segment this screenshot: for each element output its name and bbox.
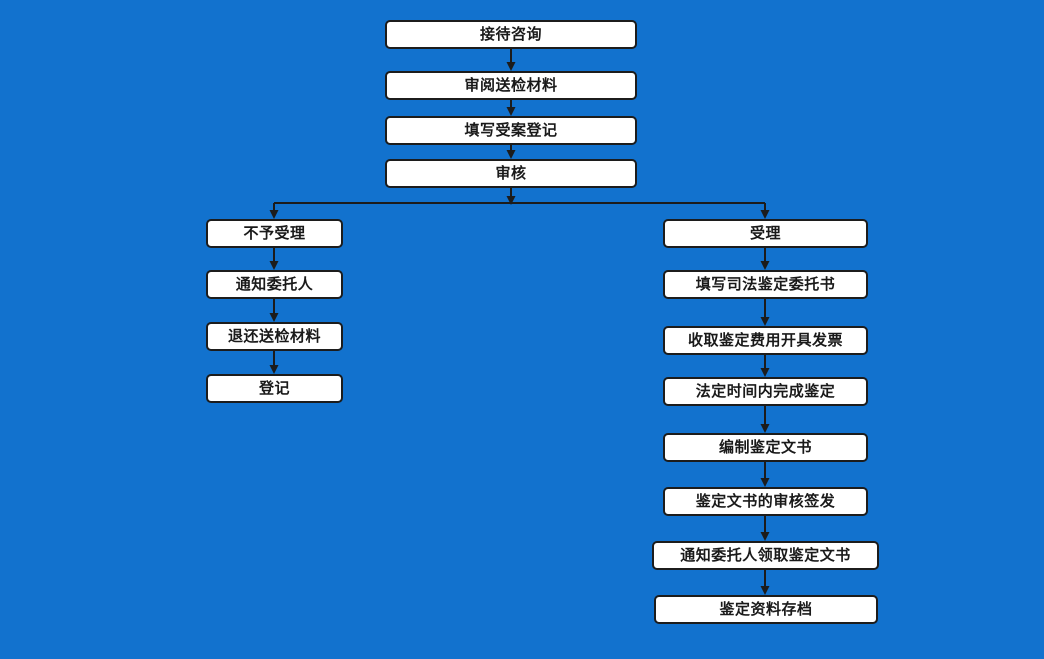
flow-node-n9[interactable]: 受理 <box>663 219 868 248</box>
flow-node-label: 收取鉴定费用开具发票 <box>687 330 843 349</box>
flow-node-label: 不予受理 <box>243 223 306 242</box>
flow-node-label: 审核 <box>495 163 527 182</box>
connector-n4-to-junction <box>506 188 516 205</box>
flow-node-label: 通知委托人领取鉴定文书 <box>680 545 851 564</box>
flow-node-label: 填写司法鉴定委托书 <box>695 274 836 293</box>
connector-n7-to-n8 <box>269 351 279 374</box>
flow-node-label: 审阅送检材料 <box>464 75 558 94</box>
connector-n6-to-n7 <box>269 299 279 322</box>
flow-node-label: 鉴定资料存档 <box>719 599 813 618</box>
connector-n12-to-n13 <box>760 406 770 433</box>
flow-node-n5[interactable]: 不予受理 <box>206 219 343 248</box>
connector-n15-to-n16 <box>760 570 770 595</box>
connector-n1-to-n2 <box>506 49 516 71</box>
flow-node-label: 登记 <box>258 378 290 397</box>
connector-n14-to-n15 <box>760 516 770 541</box>
connector-n5-to-n6 <box>269 248 279 270</box>
connector-junction-to-n5 <box>269 202 511 219</box>
flow-node-n4[interactable]: 审核 <box>385 159 637 188</box>
flow-node-n10[interactable]: 填写司法鉴定委托书 <box>663 270 868 299</box>
flow-node-label: 鉴定文书的审核签发 <box>695 491 836 510</box>
connector-n2-to-n3 <box>506 100 516 116</box>
connector-n3-to-n4 <box>506 145 516 159</box>
connector-n9-to-n10 <box>760 248 770 270</box>
flow-node-n1[interactable]: 接待咨询 <box>385 20 637 49</box>
flow-node-n15[interactable]: 通知委托人领取鉴定文书 <box>652 541 879 570</box>
flow-node-label: 退还送检材料 <box>227 326 321 345</box>
connector-junction-to-n9 <box>511 202 770 219</box>
connector-n10-to-n11 <box>760 299 770 326</box>
flow-node-label: 受理 <box>749 223 781 242</box>
connector-n11-to-n12 <box>760 355 770 377</box>
flow-node-label: 编制鉴定文书 <box>718 437 812 456</box>
flow-node-label: 填写受案登记 <box>464 120 558 139</box>
flow-node-label: 接待咨询 <box>479 24 542 43</box>
flow-node-n12[interactable]: 法定时间内完成鉴定 <box>663 377 868 406</box>
flow-node-n6[interactable]: 通知委托人 <box>206 270 343 299</box>
flow-node-label: 通知委托人 <box>235 274 314 293</box>
flow-node-label: 法定时间内完成鉴定 <box>695 381 836 400</box>
flow-node-n11[interactable]: 收取鉴定费用开具发票 <box>663 326 868 355</box>
flow-node-n3[interactable]: 填写受案登记 <box>385 116 637 145</box>
flow-node-n2[interactable]: 审阅送检材料 <box>385 71 637 100</box>
connector-n13-to-n14 <box>760 462 770 487</box>
flow-node-n8[interactable]: 登记 <box>206 374 343 403</box>
flow-node-n7[interactable]: 退还送检材料 <box>206 322 343 351</box>
flow-node-n16[interactable]: 鉴定资料存档 <box>654 595 878 624</box>
flow-node-n14[interactable]: 鉴定文书的审核签发 <box>663 487 868 516</box>
flow-node-n13[interactable]: 编制鉴定文书 <box>663 433 868 462</box>
